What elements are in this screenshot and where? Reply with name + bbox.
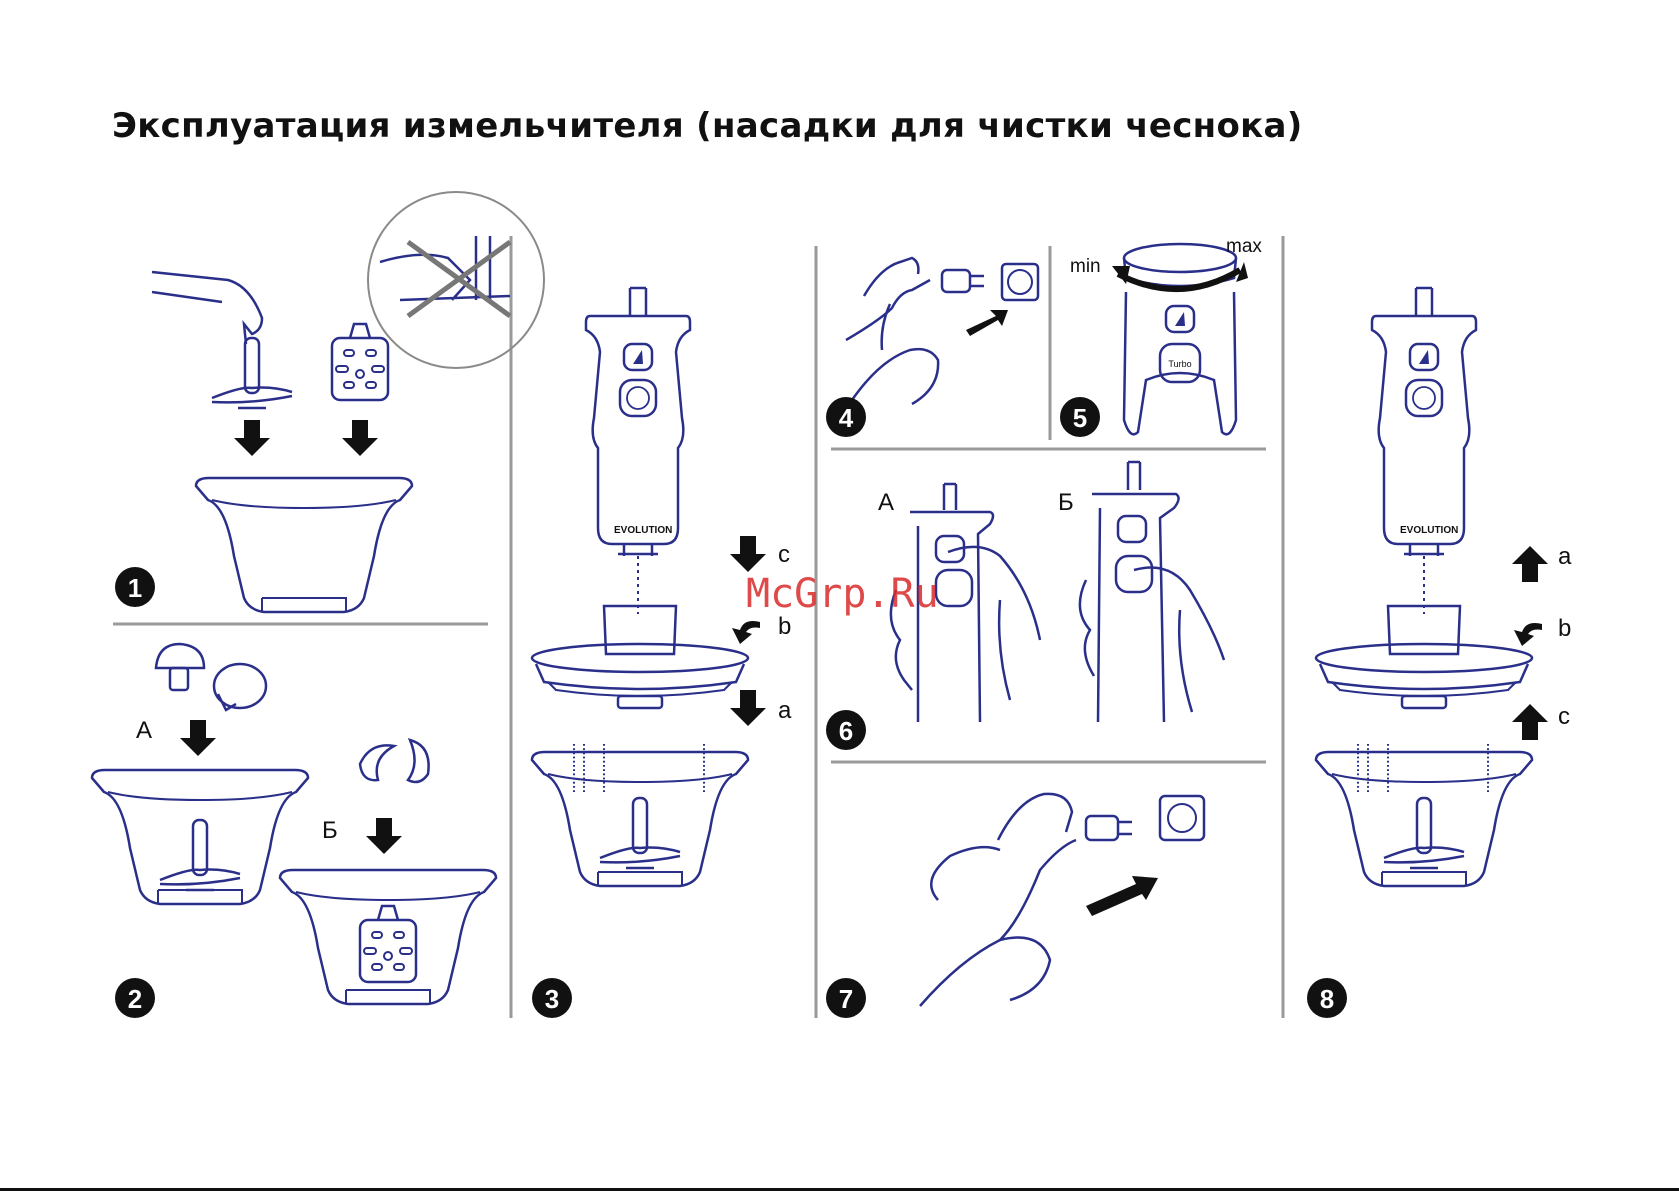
step-2-label-b: Б bbox=[322, 817, 338, 844]
step-3-arrow-label-a: a bbox=[778, 697, 792, 724]
step-5-illustration: Turbo min max 5 bbox=[1060, 236, 1262, 437]
turbo-button-label: Turbo bbox=[1168, 359, 1191, 369]
step-1-number: 1 bbox=[128, 573, 142, 603]
step-7-number: 7 bbox=[839, 984, 853, 1014]
device-brand-logo-2: EVOLUTION bbox=[1400, 525, 1458, 536]
step-6-label-a: А bbox=[878, 489, 894, 516]
step-8-arrow-label-c: c bbox=[1558, 703, 1570, 730]
step-6-number: 6 bbox=[839, 716, 853, 746]
step-5-number: 5 bbox=[1073, 403, 1087, 433]
step-3-illustration: EVOLUTION c b a 3 bbox=[532, 288, 792, 1018]
step-3-arrow-label-b: b bbox=[778, 613, 791, 640]
step-2-illustration: А Б 2 bbox=[92, 644, 496, 1018]
device-brand-logo: EVOLUTION bbox=[614, 525, 672, 536]
step-4-number: 4 bbox=[839, 403, 854, 433]
watermark-text: McGrp.Ru bbox=[746, 571, 939, 617]
step-8-arrow-label-b: b bbox=[1558, 615, 1571, 642]
step-6-label-b: Б bbox=[1058, 489, 1074, 516]
step-3-arrow-label-c: c bbox=[778, 541, 790, 568]
step-7-illustration: 7 bbox=[826, 794, 1204, 1018]
step-5-label-max: max bbox=[1226, 236, 1262, 257]
step-4-illustration: 4 bbox=[826, 258, 1038, 437]
step-1-illustration: 1 bbox=[115, 192, 544, 612]
step-8-arrow-label-a: a bbox=[1558, 543, 1572, 570]
step-8-illustration: EVOLUTION a b c 8 bbox=[1307, 288, 1572, 1018]
step-2-label-a: А bbox=[136, 717, 152, 744]
step-5-label-min: min bbox=[1070, 256, 1101, 277]
step-3-number: 3 bbox=[545, 984, 559, 1014]
step-8-number: 8 bbox=[1320, 984, 1334, 1014]
step-2-number: 2 bbox=[128, 984, 142, 1014]
